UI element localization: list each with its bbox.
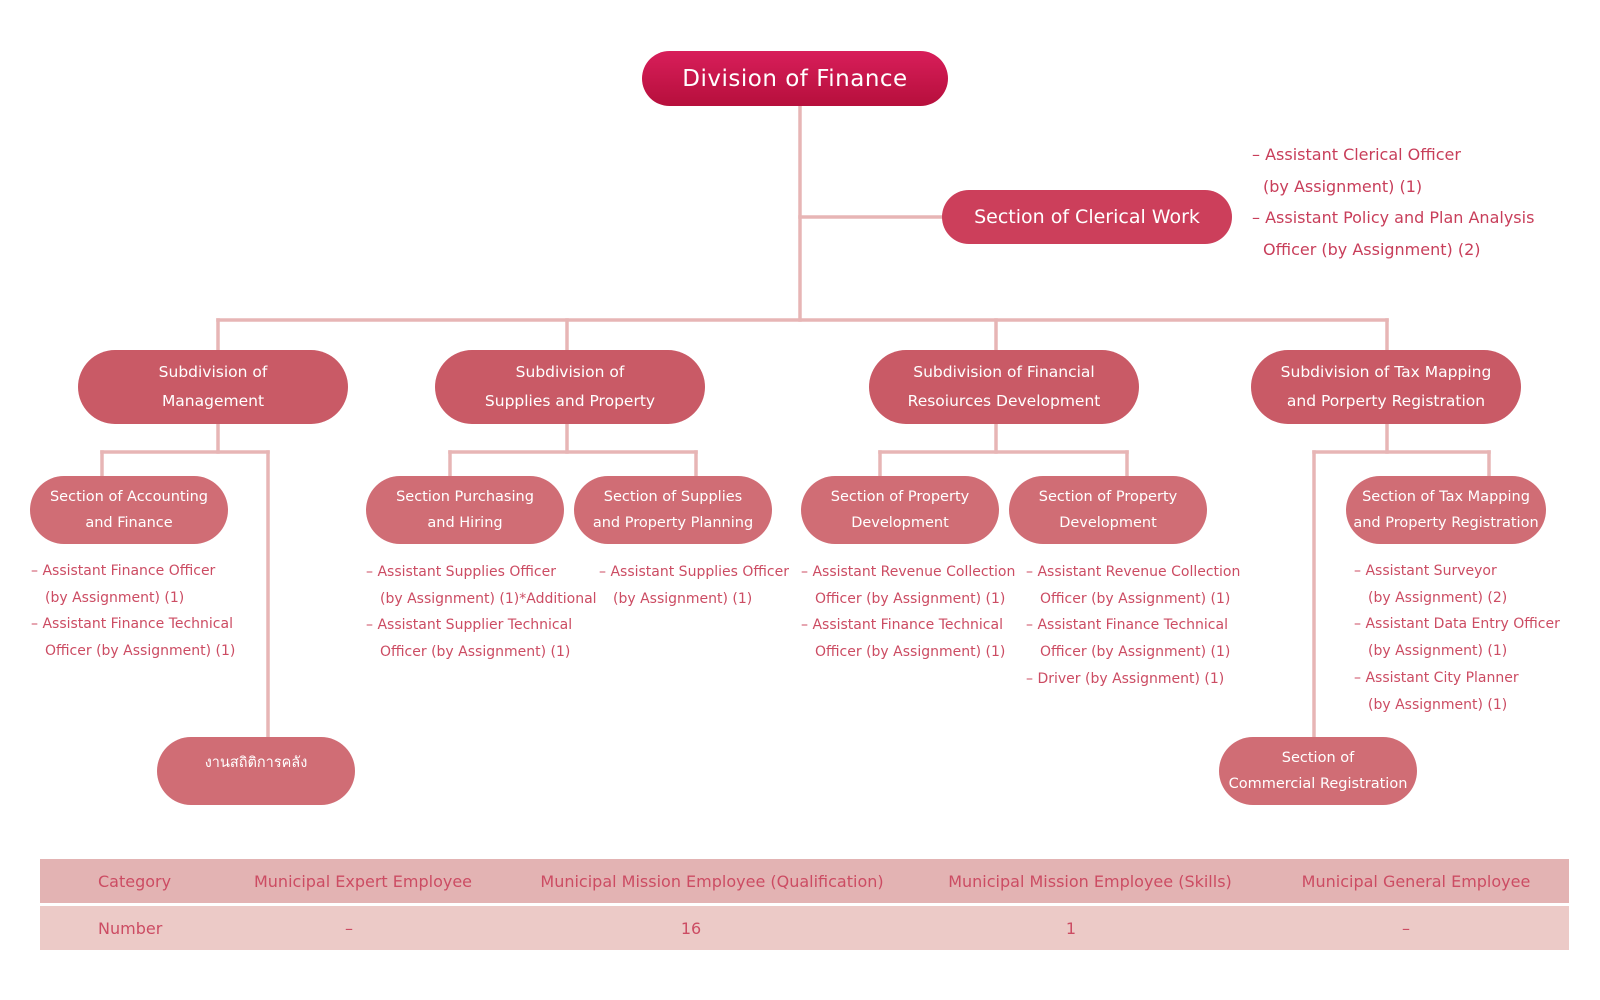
section-purchasing-hiring-node: Section Purchasing and Hiring [366,476,564,544]
table-cell: – [345,918,353,938]
table-cell: Number [98,918,163,938]
section-clerical-work-label: Section of Clerical Work [974,206,1200,228]
section-accounting-finance-node: Section of Accounting and Finance [30,476,228,544]
note-line: (by Assignment) (1) [1368,696,1508,713]
clerical-staff-notes: – Assistant Clerical Officer (by Assignm… [1252,139,1534,265]
section-label-line2: Commercial Registration [1228,776,1408,792]
section-label-line2: and Finance [85,515,173,531]
note-line: (by Assignment) (1) [613,590,753,607]
note-line: (by Assignment) (1)*Additional [380,590,597,607]
note-line: Officer (by Assignment) (1) [815,590,1006,607]
note-line: Officer (by Assignment) (1) [815,644,1006,661]
tax-mapping-staff-notes: – Assistant Surveyor (by Assignment) (2)… [1354,558,1560,718]
note-line: (by Assignment) (2) [1368,589,1508,606]
employee-table-header: Category Municipal Expert Employee Munic… [40,859,1569,903]
section-label-line1: Section of [1281,750,1355,766]
subdivision-label-line1: Subdivision of Tax Mapping [1280,363,1492,381]
note-line: – Assistant Supplies Officer [366,564,556,580]
note-line: – Assistant Revenue Collection [1026,564,1241,580]
section-label-line1: Section of Tax Mapping [1362,489,1530,505]
section-label-line1: Section Purchasing [396,489,534,505]
note-line: – Assistant Data Entry Officer [1354,616,1560,633]
note-line: – Assistant Revenue Collection [801,564,1016,580]
note-line: – Assistant Finance Technical [1026,617,1228,634]
note-line: – Assistant Finance Officer [31,563,216,579]
section-label-line1: Section of Property [1038,489,1178,505]
section-label-line2: and Property Planning [592,515,754,531]
subdivision-label-line2: and Porperty Registration [1286,392,1486,410]
note-line: – Assistant Surveyor [1354,563,1497,579]
subdivision-label-line2: Supplies and Property [484,392,656,410]
table-header-cell: Municipal Expert Employee [253,871,473,891]
note-line: – Driver (by Assignment) (1) [1026,670,1225,687]
note-line: Officer (by Assignment) (1) [1040,590,1231,607]
section-label-line1: งานสถิติการคลัง [204,755,308,771]
division-of-finance-node: Division of Finance [642,51,948,106]
note-line: – Assistant Finance Technical [801,617,1003,634]
employee-table-row: Number – 16 1 – [40,906,1569,950]
table-header-cell: Municipal Mission Employee (Skills) [948,871,1232,891]
subdivision-label-line2: Management [161,392,265,410]
section-label-line1: Section of Accounting [49,489,209,505]
subdivision-tax-mapping-node: Subdivision of Tax Mapping and Porperty … [1251,350,1521,424]
property-development-2-staff-notes: – Assistant Revenue Collection Officer (… [1026,559,1240,693]
subdivision-label-line1: Subdivision of [158,363,268,381]
note-line: – Assistant Clerical Officer [1252,145,1461,164]
section-label-line2: Development [851,515,949,531]
section-commercial-registration-node: Section of Commercial Registration [1219,737,1417,805]
note-line: – Assistant City Planner [1354,669,1519,686]
division-of-finance-label: Division of Finance [682,65,908,92]
note-line: Officer (by Assignment) (1) [380,644,571,661]
purchasing-staff-notes: – Assistant Supplies Officer (by Assignm… [366,559,597,666]
section-label-line2: and Hiring [427,515,503,531]
section-label-line2: Development [1059,515,1157,531]
section-tax-mapping-node: Section of Tax Mapping and Property Regi… [1346,476,1546,544]
note-line: Officer (by Assignment) (2) [1263,239,1481,259]
table-header-cell: Category [98,871,172,891]
note-line: – Assistant Policy and Plan Analysis [1252,208,1535,227]
note-line: (by Assignment) (1) [1368,643,1508,660]
section-label-line1: Section of Supplies [603,489,743,505]
section-fiscal-statistics-node: งานสถิติการคลัง [157,737,355,805]
section-property-development-2-node: Section of Property Development [1009,476,1207,544]
section-clerical-work-node: Section of Clerical Work [942,190,1232,244]
table-cell: 16 [680,918,702,938]
section-label-line1: Section of Property [830,489,970,505]
section-property-development-node: Section of Property Development [801,476,999,544]
note-line: – Assistant Finance Technical [31,616,233,633]
subdivision-financial-resources-node: Subdivision of Financial Resoiurces Deve… [869,350,1139,424]
table-header-cell: Municipal General Employee [1301,871,1531,891]
note-line: (by Assignment) (1) [1263,176,1423,196]
note-line: (by Assignment) (1) [45,589,185,606]
subdivision-label-line1: Subdivision of Financial [913,363,1095,381]
section-supplies-planning-node: Section of Supplies and Property Plannin… [574,476,772,544]
table-cell: – [1402,918,1410,938]
subdivision-label-line2: Resoiurces Development [907,392,1101,410]
table-header-cell: Municipal Mission Employee (Qualificatio… [540,871,884,891]
supplies-planning-staff-notes: – Assistant Supplies Officer (by Assignm… [599,559,789,612]
section-label-line2: and Property Registration [1353,515,1539,531]
note-line: Officer (by Assignment) (1) [1040,644,1231,661]
note-line: Officer (by Assignment) (1) [45,643,236,660]
subdivision-management-node: Subdivision of Management [78,350,348,424]
note-line: – Assistant Supplies Officer [599,564,789,580]
subdivision-label-line1: Subdivision of [515,363,625,381]
table-cell: 1 [1065,918,1077,938]
subdivision-supplies-property-node: Subdivision of Supplies and Property [435,350,705,424]
property-development-staff-notes: – Assistant Revenue Collection Officer (… [801,559,1015,666]
accounting-staff-notes: – Assistant Finance Officer (by Assignme… [31,558,235,665]
note-line: – Assistant Supplier Technical [366,617,573,634]
